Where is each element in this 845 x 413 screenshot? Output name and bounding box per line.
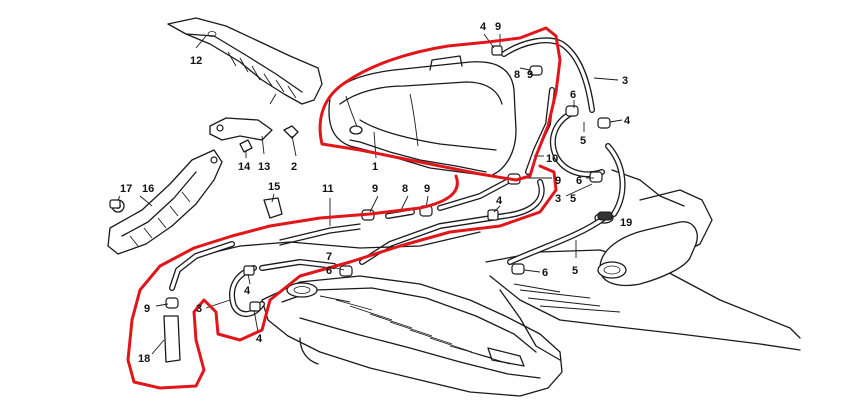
callout-12: 18 (138, 353, 150, 365)
callout-17: 13 (258, 161, 270, 173)
callout-16: 12 (190, 55, 202, 67)
clip-13 (263, 197, 283, 219)
callout-6-mid: 6 (576, 175, 582, 187)
bolt-2 (283, 125, 299, 139)
callout-4-mid: 4 (496, 195, 503, 207)
highlight-outline-tank (318, 26, 562, 182)
callout-3-lower: 3 (196, 303, 202, 315)
callout-7: 7 (326, 251, 332, 263)
callout-9-center-left: 9 (372, 183, 378, 195)
callout-19: 19 (620, 217, 632, 229)
heat-shield-cover (167, 17, 323, 105)
filler-neck (594, 212, 698, 287)
callout-1: 1 (372, 161, 378, 173)
callout-9-mid: 9 (555, 175, 561, 187)
bracket-17 (209, 117, 273, 141)
callout-5-top: 5 (580, 135, 586, 147)
callout-13: 15 (268, 181, 280, 193)
callout-8-top: 8 (514, 69, 520, 81)
screw-18 (239, 139, 253, 153)
callout-6-top: 6 (570, 89, 576, 101)
callout-9-lower: 9 (144, 303, 150, 315)
callout-6-center: 6 (326, 265, 332, 277)
callout-4-right: 4 (624, 115, 631, 127)
callout-14: 16 (142, 183, 154, 195)
red-highlight-outline (126, 26, 562, 390)
left-support-bracket (107, 149, 223, 255)
callout-5-low: 5 (572, 265, 578, 277)
highlight-outline-hoses (126, 164, 558, 390)
callout-18: 14 (238, 161, 251, 173)
callout-labels: 12 14 13 2 1 4 9 8 9 3 6 4 5 10 9 6 3 5 … (120, 21, 632, 365)
callout-4-top: 4 (480, 21, 487, 33)
callout-8-center: 8 (402, 183, 408, 195)
callout-3-mid: 3 (555, 193, 561, 205)
callout-15: 17 (120, 183, 132, 195)
expansion-tank (328, 55, 517, 177)
callout-6-low: 6 (542, 267, 548, 279)
callout-3-top: 3 (622, 75, 628, 87)
fuel-tank (261, 275, 563, 397)
callout-5-mid: 5 (570, 193, 576, 205)
callout-10: 10 (546, 153, 558, 165)
callout-9-top: 9 (495, 21, 501, 33)
vent-hoses (163, 37, 626, 363)
callout-9-center-right: 9 (424, 183, 430, 195)
callout-2: 2 (291, 161, 297, 173)
callout-11: 11 (322, 183, 334, 195)
callout-4-lower: 4 (244, 285, 251, 297)
callout-9-right: 9 (527, 69, 533, 81)
callout-4-bottom: 4 (256, 333, 263, 345)
